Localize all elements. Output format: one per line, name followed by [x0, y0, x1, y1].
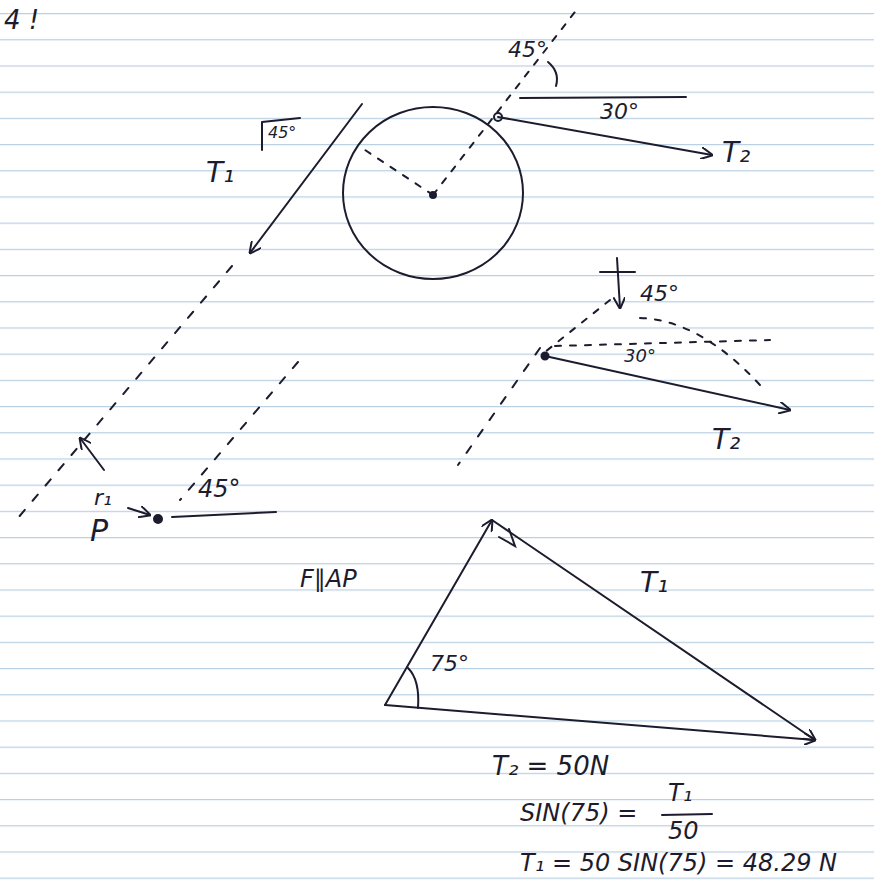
horizontal-ref [555, 340, 770, 346]
pulley-circle [343, 107, 523, 279]
handwritten-label: T₁ = 50 SIN(75) = 48.29 N [520, 850, 837, 876]
handwritten-label: T₂ [712, 425, 740, 456]
handwritten-label: T₂ = 50N [492, 752, 609, 781]
tension-arrow [250, 104, 362, 253]
handwritten-label: 4 ! [4, 6, 39, 35]
handwritten-label: 75° [430, 652, 469, 676]
point-p [154, 515, 162, 523]
horizontal-ref [520, 97, 686, 98]
force-arrow [385, 705, 815, 740]
right-angle-mark [499, 529, 515, 546]
radius-dashed [433, 8, 578, 195]
handwritten-label: 45° [268, 124, 296, 142]
fraction-bar [662, 814, 712, 815]
handwritten-label: SIN(75) = [520, 800, 637, 826]
perpendicular-arrow [80, 438, 104, 470]
angle-arc [408, 668, 418, 708]
radius-dashed [362, 148, 433, 195]
angle-arc [548, 62, 557, 86]
tick [600, 271, 635, 273]
force-arrow [385, 520, 492, 705]
line-of-action [458, 348, 540, 465]
tension-arrow [545, 356, 790, 410]
handwritten-label: 45° [508, 38, 547, 62]
handwritten-label: 30° [600, 100, 639, 124]
handwritten-label: T₂ [722, 138, 750, 169]
force-arrow [492, 520, 815, 740]
angle-mark [262, 118, 300, 150]
handwritten-label: 30° [624, 346, 656, 366]
handwritten-label: P [90, 514, 108, 547]
handwritten-label: r₁ [94, 486, 112, 510]
illustration [12, 8, 815, 815]
handwritten-label: 45° [198, 476, 241, 502]
handwritten-label: 45° [640, 282, 679, 306]
handwritten-label: T₁ [206, 158, 234, 189]
handwritten-label: 50 [668, 818, 699, 844]
handwritten-label: T₁ [640, 568, 668, 599]
handwritten-label: T₁ [668, 780, 692, 806]
horizontal-ref [172, 512, 276, 517]
handwritten-label: F∥AP [300, 566, 357, 592]
radius-arrow [128, 508, 150, 515]
vertical-arrow [617, 258, 620, 308]
angle-arc [640, 318, 760, 385]
